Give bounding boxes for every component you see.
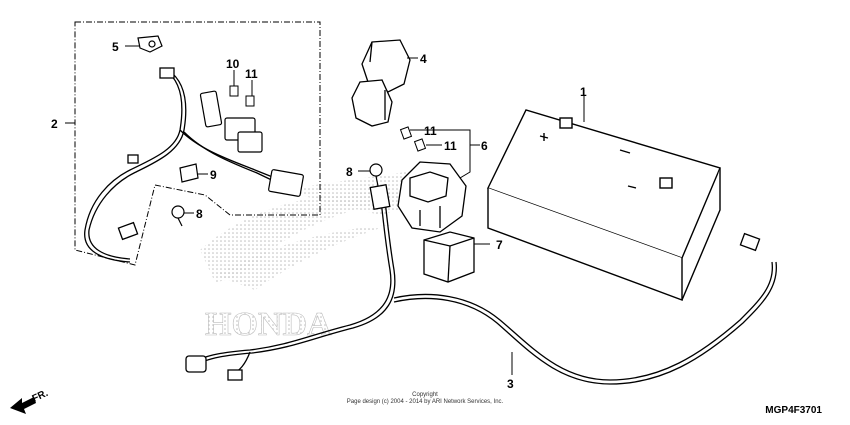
front-label: FR. [31,388,50,405]
callout-9: 9 [210,168,217,182]
callout-7: 7 [496,238,503,252]
part-6-starter-relay [397,161,467,233]
part-10-fuse [229,85,239,97]
part-8-bolt-middle [369,163,383,187]
subassembly-outline [74,21,321,266]
callout-2: 2 [51,117,58,131]
callout-11-harness: 11 [245,67,258,81]
diagram-code: MGP4F3701 [765,405,822,416]
part-3-battery-cable [185,184,777,385]
callouts: 1 2 3 4 5 6 7 8 8 9 10 11 11 11 [51,40,587,391]
sub-harness-wire [84,67,281,263]
copyright-line-1: Copyright [412,392,438,398]
callout-11-relay-a: 11 [424,124,437,138]
callout-5: 5 [112,40,119,54]
part-1-battery [487,109,721,302]
callout-3: 3 [507,377,514,391]
fuse-holder [199,90,304,197]
part-7-relay-box [423,231,475,283]
part-11-fuse-relay-a [399,126,413,140]
part-5-clip [137,35,163,53]
part-8-bolt-left [171,205,185,227]
callout-11-relay-b: 11 [444,139,457,153]
part-11-fuse-upper [245,95,255,107]
honda-watermark-text: HONDA [205,306,332,343]
callout-8-left: 8 [196,207,203,221]
callout-4: 4 [420,52,427,66]
callout-8-middle: 8 [346,165,353,179]
part-11-fuse-relay-b [413,138,427,152]
front-direction-arrow: FR. [10,388,50,414]
part-9-cover [179,163,199,183]
callout-10: 10 [226,57,240,71]
callout-1: 1 [580,85,587,99]
part-4-relay-cover [351,39,411,127]
callout-6: 6 [481,139,488,153]
copyright-line-2: Page design (c) 2004 - 2014 by ARI Netwo… [347,399,504,405]
